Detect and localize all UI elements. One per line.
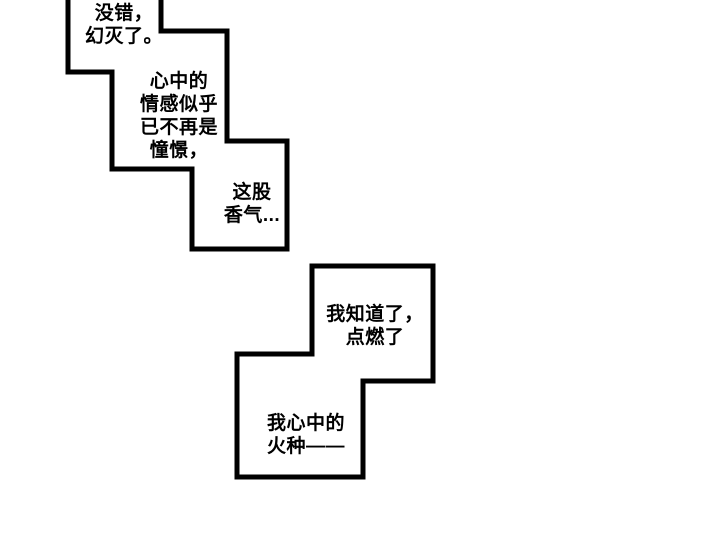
speech-bubble-outline-upper — [65, 0, 290, 252]
dialogue-line: 已不再是 — [139, 117, 218, 138]
dialogue-line: 这股 — [232, 182, 272, 203]
dialogue-line: 我心中的 — [266, 413, 345, 434]
dialogue-line: 没错， — [94, 3, 154, 24]
dialogue-line: 心中的 — [149, 71, 209, 92]
speech-bubble-1: 没错， 幻灭了。 — [64, 2, 184, 48]
dialogue-line: 点燃了 — [345, 327, 405, 348]
dialogue-line: 憧憬， — [149, 140, 209, 161]
speech-bubble-4: 我知道了， 点燃了 — [315, 303, 435, 349]
dialogue-line: 香气... — [223, 205, 281, 226]
speech-bubble-3: 这股 香气... — [192, 181, 312, 227]
speech-bubble-outline-lower — [234, 263, 436, 480]
dialogue-line: 幻灭了。 — [84, 26, 163, 47]
dialogue-line: 我知道了， — [326, 304, 424, 325]
dialogue-line: 情感似乎 — [139, 94, 218, 115]
dialogue-line: 火种—— — [266, 436, 345, 457]
speech-bubble-2: 心中的 情感似乎 已不再是 憧憬， — [119, 70, 239, 162]
speech-bubble-5: 我心中的 火种—— — [246, 412, 366, 458]
